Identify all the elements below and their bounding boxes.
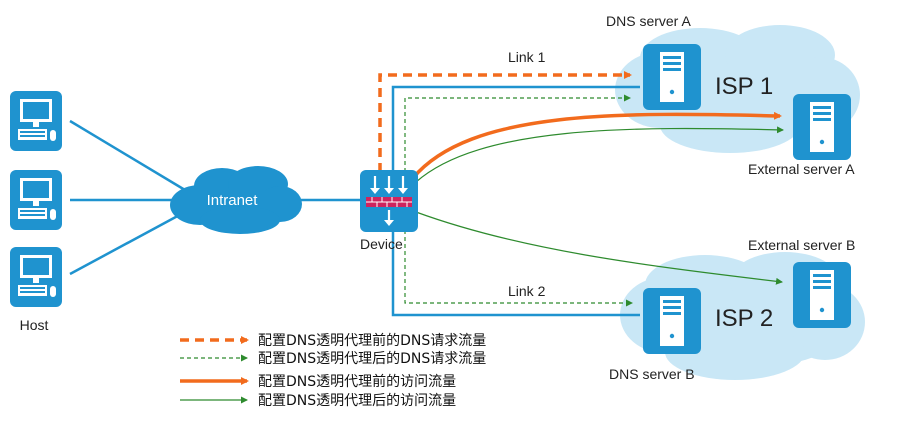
before-dns-request-path bbox=[378, 71, 632, 172]
host-pc-icon-1 bbox=[10, 91, 62, 151]
link2-label: Link 2 bbox=[508, 283, 546, 299]
after-access-path-a bbox=[415, 126, 784, 183]
device-label: Device bbox=[360, 236, 403, 252]
device-firewall-icon bbox=[360, 170, 418, 232]
after-dns-request-path-a bbox=[404, 94, 631, 172]
legend: 配置DNS透明代理前的DNS请求流量 配置DNS透明代理后的DNS请求流量 配置… bbox=[180, 332, 486, 409]
legend-text-2: 配置DNS透明代理后的DNS请求流量 bbox=[258, 351, 486, 367]
dns-server-b-icon bbox=[643, 288, 701, 354]
after-access-path-b bbox=[415, 211, 783, 285]
link1-label: Link 1 bbox=[508, 49, 546, 65]
lan-links bbox=[69, 119, 362, 276]
host-label: Host bbox=[20, 317, 49, 333]
after-dns-request-path-b bbox=[404, 230, 633, 307]
dns-server-a-icon bbox=[643, 44, 701, 110]
external-server-b-icon bbox=[793, 262, 851, 328]
intranet-cloud bbox=[170, 166, 302, 234]
host-pc-icon-3 bbox=[10, 247, 62, 307]
dns-server-a-label: DNS server A bbox=[606, 13, 691, 29]
wan-links bbox=[391, 85, 640, 317]
isp1-label: ISP 1 bbox=[715, 73, 773, 100]
legend-text-3: 配置DNS透明代理前的访问流量 bbox=[258, 373, 456, 390]
host-pc-icon-2 bbox=[10, 170, 62, 230]
legend-text-1: 配置DNS透明代理前的DNS请求流量 bbox=[258, 332, 486, 349]
external-server-b-label: External server B bbox=[748, 237, 855, 253]
intranet-label: Intranet bbox=[207, 192, 259, 209]
dns-server-b-label: DNS server B bbox=[609, 366, 695, 382]
before-access-path bbox=[411, 111, 782, 180]
isp2-label: ISP 2 bbox=[715, 305, 773, 332]
external-server-a-icon bbox=[793, 94, 851, 160]
external-server-a-label: External server A bbox=[748, 161, 855, 177]
legend-text-4: 配置DNS透明代理后的访问流量 bbox=[258, 393, 456, 409]
